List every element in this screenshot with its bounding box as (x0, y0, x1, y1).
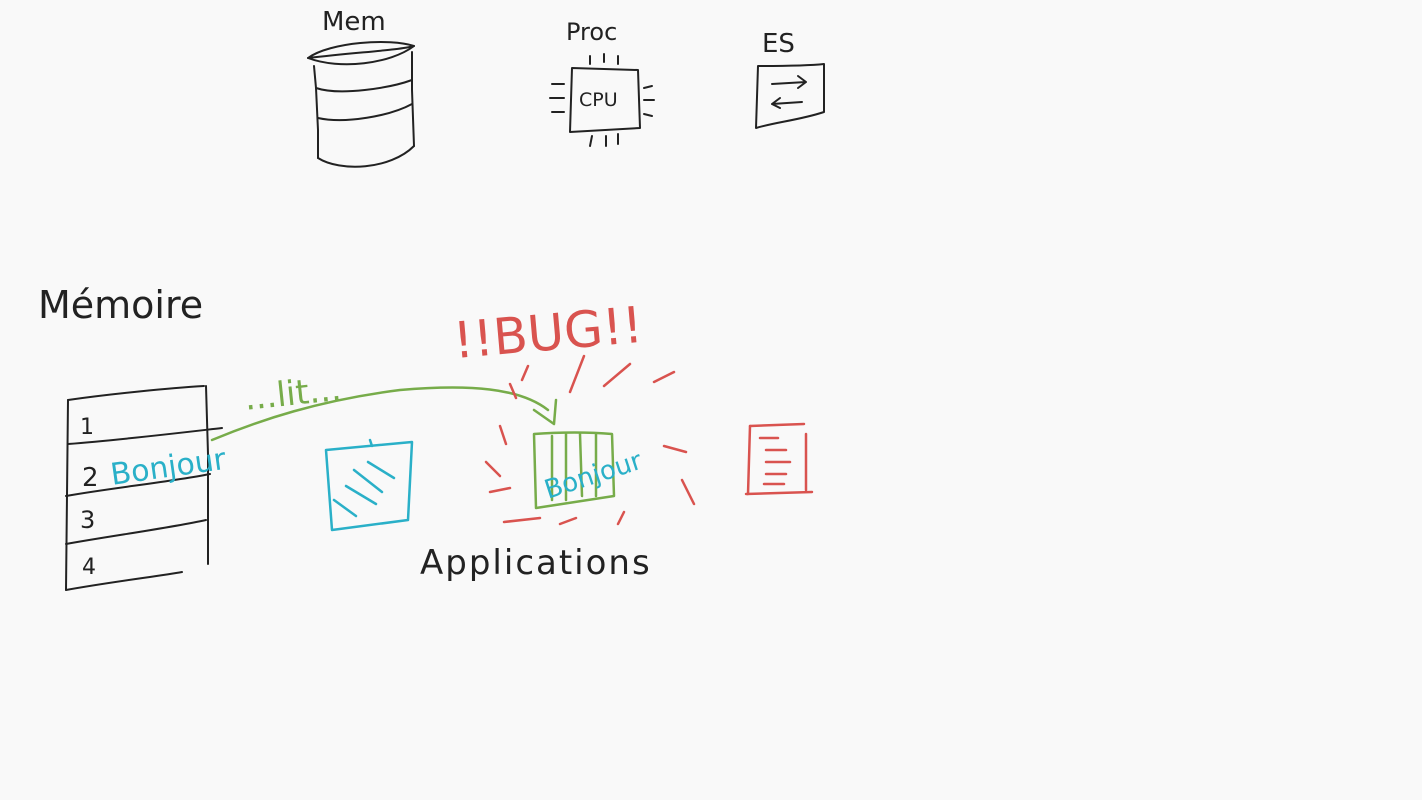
input-output-arrows-icon (755, 63, 825, 129)
memory-table (65, 385, 223, 591)
memory-section-title: Mémoire (38, 283, 203, 327)
memory-row-4-label: 4 (82, 555, 96, 580)
bug-burst-lines (484, 354, 696, 526)
green-striped-window-icon (532, 431, 616, 510)
memory-cylinder-icon (307, 41, 415, 168)
memory-stored-word: Bonjour (108, 442, 228, 493)
memory-row-3-label: 3 (80, 506, 95, 534)
memory-row-1-label: 1 (80, 415, 94, 440)
io-label: ES (762, 29, 795, 59)
applications-label: Applications (420, 543, 652, 583)
cyan-hatched-window-icon (324, 438, 414, 532)
cpu-chip-icon (549, 53, 655, 147)
cpu-chip-label: CPU (579, 89, 618, 111)
read-arrow-label: ...lit... (242, 369, 343, 419)
red-document-icon (744, 422, 814, 496)
read-arrowhead (532, 398, 558, 426)
processor-label: Proc (566, 18, 617, 46)
memory-row-2-label: 2 (82, 463, 99, 493)
bug-label: !!BUG!! (451, 296, 645, 370)
memory-label: Mem (322, 7, 386, 37)
app-stored-word: Bonjour (541, 446, 646, 506)
